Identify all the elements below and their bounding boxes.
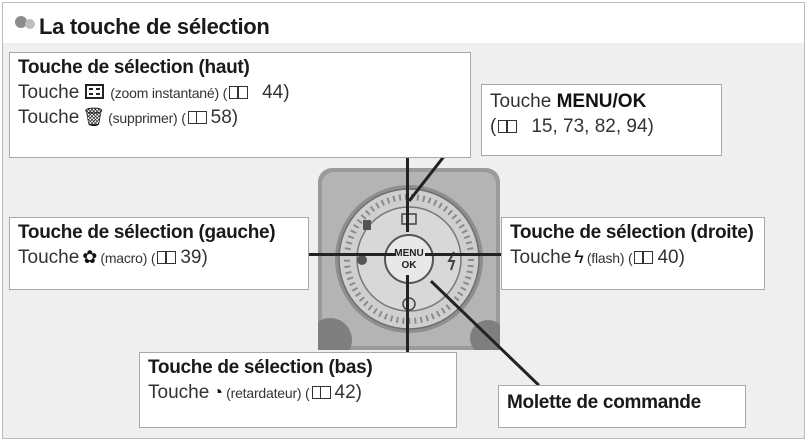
selector-pad-illustration: MENU OK (318, 168, 500, 350)
menu-label: MENU (394, 248, 423, 259)
callout-molette-title: Molette de commande (507, 392, 701, 413)
callout-bas: Touche de sélection (bas) Touche◔(retard… (139, 352, 457, 428)
header: La touche de sélection (3, 3, 804, 43)
page-title: La touche de sélection (39, 14, 270, 39)
bullet-dots-icon (15, 15, 41, 31)
callout-haut-line-1: Touche(zoom instantané) (44) (18, 82, 290, 103)
page-ref-icon (311, 386, 331, 399)
ok-label: OK (402, 260, 418, 271)
callout-bas-title: Touche de sélection (bas) (148, 357, 373, 378)
page-ref-icon (187, 111, 207, 124)
self-timer-icon: ◔ (212, 382, 224, 402)
flash-icon: ϟ (574, 247, 584, 267)
callout-menu-ok: Touche MENU/OK (15, 73, 82, 94) (481, 84, 722, 156)
page-ref-icon (157, 251, 177, 264)
page-ref-icon (229, 86, 249, 99)
page-ref-icon (634, 251, 654, 264)
macro-icon: ✿ (82, 247, 98, 267)
trash-icon: 🗑 (82, 107, 106, 127)
callout-haut: Touche de sélection (haut) Touche(zoom i… (9, 52, 471, 158)
leader-line-gauche (309, 253, 395, 256)
page-ref-icon (498, 120, 518, 133)
zoom-icon (85, 84, 105, 99)
leader-line-haut (406, 156, 409, 232)
callout-haut-line-2: Touche🗑(supprimer) (58) (18, 107, 239, 128)
callout-droite-title: Touche de sélection (droite) (510, 222, 754, 243)
callout-gauche-title: Touche de sélection (gauche) (18, 222, 276, 243)
menu-ok-name: MENU/OK (556, 91, 647, 112)
callout-haut-title: Touche de sélection (haut) (18, 57, 250, 78)
callout-molette: Molette de commande (498, 385, 746, 428)
callout-gauche: Touche de sélection (gauche) Touche✿(mac… (9, 217, 309, 290)
leader-line-droite (425, 253, 505, 256)
leader-line-bas (406, 275, 409, 355)
